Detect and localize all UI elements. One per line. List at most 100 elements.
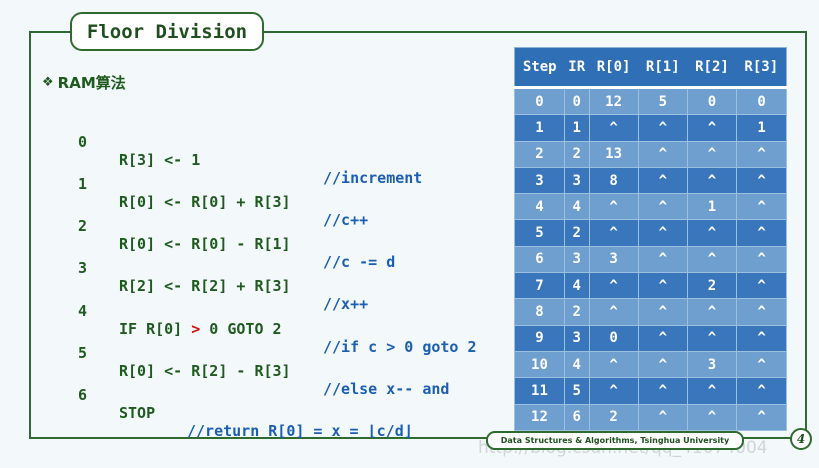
table-cell: ^ xyxy=(686,377,738,405)
table-cell: 3 xyxy=(686,350,738,379)
table-cell: ^ xyxy=(686,166,738,195)
table-cell: 5 xyxy=(514,219,565,247)
table-cell: ^ xyxy=(637,272,688,300)
table-cell: ^ xyxy=(736,140,787,168)
table-cell: ^ xyxy=(736,272,787,300)
table-cell: 11 xyxy=(514,377,565,405)
column-header: Step xyxy=(514,47,565,89)
table-cell: 2 xyxy=(563,298,590,326)
line-number: 1 xyxy=(78,175,88,193)
code-comment: //increment xyxy=(323,169,423,187)
table-cell: 9 xyxy=(514,324,565,352)
slide-frame xyxy=(29,31,807,439)
instruction: R[0] <- R[0] - R[1] xyxy=(119,235,291,253)
table-cell: 2 xyxy=(588,403,639,431)
table-cell: ^ xyxy=(588,298,639,326)
table-cell: 13 xyxy=(588,140,639,168)
code-line: 4 IF R[0] > 0 GOTO 2 //if c > 0 goto 2 xyxy=(0,284,477,356)
course-footer: Data Structures & Algorithms, Tsinghua U… xyxy=(486,431,744,450)
line-number: 4 xyxy=(78,302,88,320)
table-cell: ^ xyxy=(588,193,639,221)
section-label: RAM算法 xyxy=(57,73,126,92)
table-cell: 2 xyxy=(686,272,738,300)
table-cell: ^ xyxy=(588,350,639,379)
instruction: R[0] <- R[2] - R[3] xyxy=(119,362,291,380)
table-cell: ^ xyxy=(736,403,787,431)
column-header: IR xyxy=(564,47,589,89)
instruction-part: IF R[0] xyxy=(119,320,192,338)
table-cell: ^ xyxy=(736,219,787,247)
table-cell: 3 xyxy=(514,166,565,195)
table-cell: 2 xyxy=(563,219,590,247)
table-cell: 5 xyxy=(563,377,590,405)
table-cell: ^ xyxy=(637,219,688,247)
table-cell: ^ xyxy=(736,324,787,352)
page-number: 4 xyxy=(790,428,812,450)
code-line: 6 STOP //return R[0] = x = ⌊c/d⌋ xyxy=(0,368,413,440)
line-number: 0 xyxy=(78,133,88,151)
table-cell: ^ xyxy=(736,377,787,405)
table-cell: 4 xyxy=(563,350,590,379)
table-cell: ^ xyxy=(736,193,787,221)
table-cell: 4 xyxy=(514,193,565,221)
instruction: STOP xyxy=(119,404,156,422)
table-cell: 8 xyxy=(588,166,639,195)
table-cell: 3 xyxy=(563,166,590,195)
code-line: 0 R[3] <- 1 //increment xyxy=(0,115,422,187)
table-cell: ^ xyxy=(637,350,688,379)
table-cell: ^ xyxy=(588,219,639,247)
instruction: R[2] <- R[2] + R[3] xyxy=(119,277,291,295)
code-comment: //x++ xyxy=(323,295,369,313)
column-header: R[2] xyxy=(687,47,737,89)
code-comment: //c -= d xyxy=(323,253,396,271)
table-cell: 5 xyxy=(637,86,688,116)
table-cell: ^ xyxy=(588,272,639,300)
table-cell: ^ xyxy=(588,377,639,405)
table-cell: ^ xyxy=(736,350,787,379)
table-cell: ^ xyxy=(736,245,787,274)
line-number: 3 xyxy=(78,259,88,277)
table-cell: 0 xyxy=(686,86,738,116)
table-cell: ^ xyxy=(637,245,688,274)
line-number: 6 xyxy=(78,386,88,404)
code-line: 3 R[2] <- R[2] + R[3] //x++ xyxy=(0,241,368,313)
code-comment: //c++ xyxy=(323,211,369,229)
code-line: 2 R[0] <- R[0] - R[1] //c -= d xyxy=(0,199,395,271)
table-cell: ^ xyxy=(736,298,787,326)
code-comment: //if c > 0 goto 2 xyxy=(323,338,477,356)
table-cell: ^ xyxy=(686,403,738,431)
table-cell: ^ xyxy=(637,403,688,431)
table-cell: 8 xyxy=(514,298,565,326)
table-cell: ^ xyxy=(588,114,639,142)
table-cell: 6 xyxy=(514,245,565,274)
table-cell: 1 xyxy=(563,114,590,142)
instruction: R[3] <- 1 xyxy=(119,151,201,169)
table-cell: 2 xyxy=(514,140,565,168)
comparison-operator: > xyxy=(191,320,201,338)
table-cell: 3 xyxy=(588,245,639,274)
table-cell: ^ xyxy=(637,114,688,142)
section-heading: ❖ RAM算法 xyxy=(42,70,126,94)
table-cell: ^ xyxy=(686,114,738,142)
table-cell: 12 xyxy=(514,403,565,431)
table-cell: 4 xyxy=(563,272,590,300)
table-cell: ^ xyxy=(686,245,738,274)
code-line: 5 R[0] <- R[2] - R[3] //else x-- and xyxy=(0,326,449,398)
instruction-part: 0 GOTO 2 xyxy=(200,320,282,338)
table-cell: 1 xyxy=(736,114,787,142)
code-comment: //return R[0] = x = ⌊c/d⌋ xyxy=(187,422,413,440)
table-cell: 1 xyxy=(686,193,738,221)
table-cell: 12 xyxy=(588,86,639,116)
